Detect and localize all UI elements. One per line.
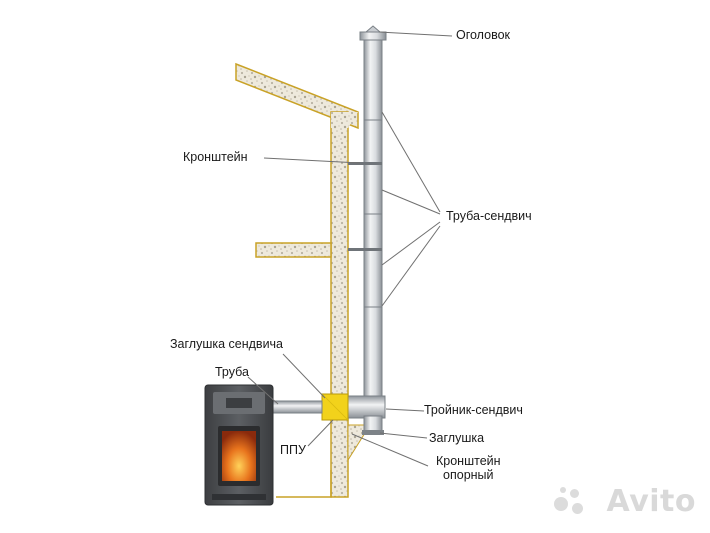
watermark-text: Avito bbox=[606, 484, 696, 519]
label-support-bracket-line1: Кронштейн bbox=[436, 454, 501, 468]
stove bbox=[204, 384, 274, 506]
label-plug: Заглушка bbox=[429, 431, 485, 445]
horizontal-pipe bbox=[271, 400, 323, 414]
wall-brackets bbox=[348, 162, 382, 251]
ppu-block bbox=[321, 393, 349, 421]
watermark-logo-icon bbox=[552, 487, 588, 517]
label-support-bracket: Кронштейн опорный bbox=[436, 454, 501, 483]
label-bracket: Кронштейн bbox=[183, 150, 248, 164]
room-outline bbox=[276, 470, 332, 498]
label-sandwich-pipe: Труба-сендвич bbox=[446, 209, 532, 223]
label-sandwich-plug: Заглушка сендвича bbox=[170, 337, 284, 351]
label-sandwich-tee: Тройник-сендвич bbox=[424, 403, 523, 417]
label-support-bracket-line2: опорный bbox=[443, 467, 494, 482]
leader-lines bbox=[247, 31, 453, 467]
chimney-cap bbox=[359, 25, 387, 41]
floor-slab bbox=[255, 242, 332, 258]
label-pipe: Труба bbox=[215, 365, 249, 379]
label-ppu: ППУ bbox=[280, 443, 306, 457]
label-cap: Оголовок bbox=[456, 28, 510, 42]
sandwich-tee bbox=[344, 395, 386, 435]
roof-slab bbox=[235, 62, 359, 130]
sandwich-pipe-vertical bbox=[363, 33, 383, 431]
